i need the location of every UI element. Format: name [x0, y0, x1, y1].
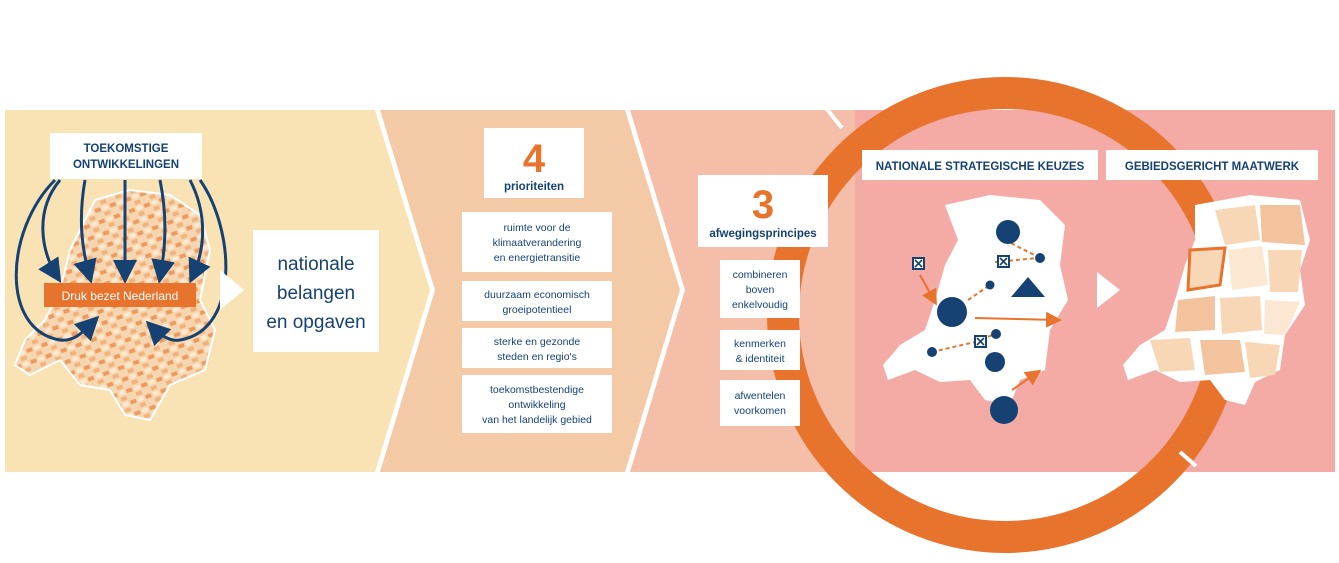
priority-item: toekomstbestendige ontwikkeling van het …	[462, 375, 612, 433]
national-interests-box	[253, 230, 379, 352]
priority-3-line2: steden en regio's	[497, 351, 577, 363]
navy-circle-icon	[927, 220, 1045, 424]
principle-item: combineren boven enkelvoudig	[720, 260, 800, 318]
nl-map-regions	[1123, 195, 1310, 405]
principle-2-line1: kenmerken	[734, 338, 786, 350]
chevron-right-icon	[1097, 272, 1120, 308]
navy-triangle-icon	[1011, 277, 1045, 297]
priority-3-line1: sterke en gezonde	[494, 336, 581, 348]
principle-1-line3: enkelvoudig	[732, 299, 788, 311]
principles-label: afwegingsprincipes	[709, 228, 816, 240]
principle-3-line1: afwentelen	[735, 390, 786, 402]
principle-1-line1: combineren	[733, 269, 788, 281]
pressure-label: Druk bezet Nederland	[62, 289, 179, 303]
principles-header-box	[698, 175, 828, 247]
principle-1-line2: boven	[746, 284, 775, 296]
principles-number: 3	[752, 183, 774, 227]
developments-title-line2: ONTWIKKELINGEN	[73, 159, 179, 171]
national-interests-line2: belangen	[277, 283, 355, 304]
crossed-box-icon	[912, 255, 1010, 348]
developments-title-line1: TOEKOMSTIGE	[84, 143, 169, 155]
national-interests-line1: nationale	[277, 254, 354, 275]
chevron-right-icon	[220, 270, 244, 310]
priorities-header-box	[484, 128, 584, 198]
priority-item: duurzaam economisch groeipotentieel	[462, 281, 612, 321]
priority-2-line1: duurzaam economisch	[484, 289, 590, 301]
principle-2-line2: & identiteit	[735, 353, 784, 365]
priority-4-line3: van het landelijk gebied	[482, 414, 592, 426]
principle-item: kenmerken & identiteit	[720, 330, 800, 370]
pressure-label-box	[44, 283, 196, 307]
priority-item: ruimte voor de klimaatverandering en ene…	[462, 212, 612, 272]
priorities-number: 4	[523, 137, 546, 181]
national-interests-line3: en opgaven	[266, 312, 365, 333]
priority-4-line2: ontwikkeling	[508, 399, 565, 411]
area-customization-title: GEBIEDSGERICHT MAATWERK	[1125, 161, 1300, 173]
priority-2-line2: groeipotentieel	[503, 304, 572, 316]
area-customization-title-box	[1106, 150, 1318, 180]
strategic-choices-title-box	[862, 150, 1098, 180]
priority-1-line2: klimaatverandering	[493, 237, 582, 249]
title-box-developments	[50, 133, 202, 179]
priority-item: sterke en gezonde steden en regio's	[462, 328, 612, 368]
priority-1-line3: en energietransitie	[494, 252, 581, 264]
priority-4-line1: toekomstbestendige	[490, 384, 584, 396]
principle-3-line2: voorkomen	[734, 405, 786, 417]
principle-item: afwentelen voorkomen	[720, 380, 800, 426]
strategic-choices-title: NATIONALE STRATEGISCHE KEUZES	[876, 161, 1085, 173]
development-arrows	[14, 178, 228, 347]
priorities-label: prioriteiten	[504, 181, 564, 193]
priority-1-line1: ruimte voor de	[503, 222, 570, 234]
